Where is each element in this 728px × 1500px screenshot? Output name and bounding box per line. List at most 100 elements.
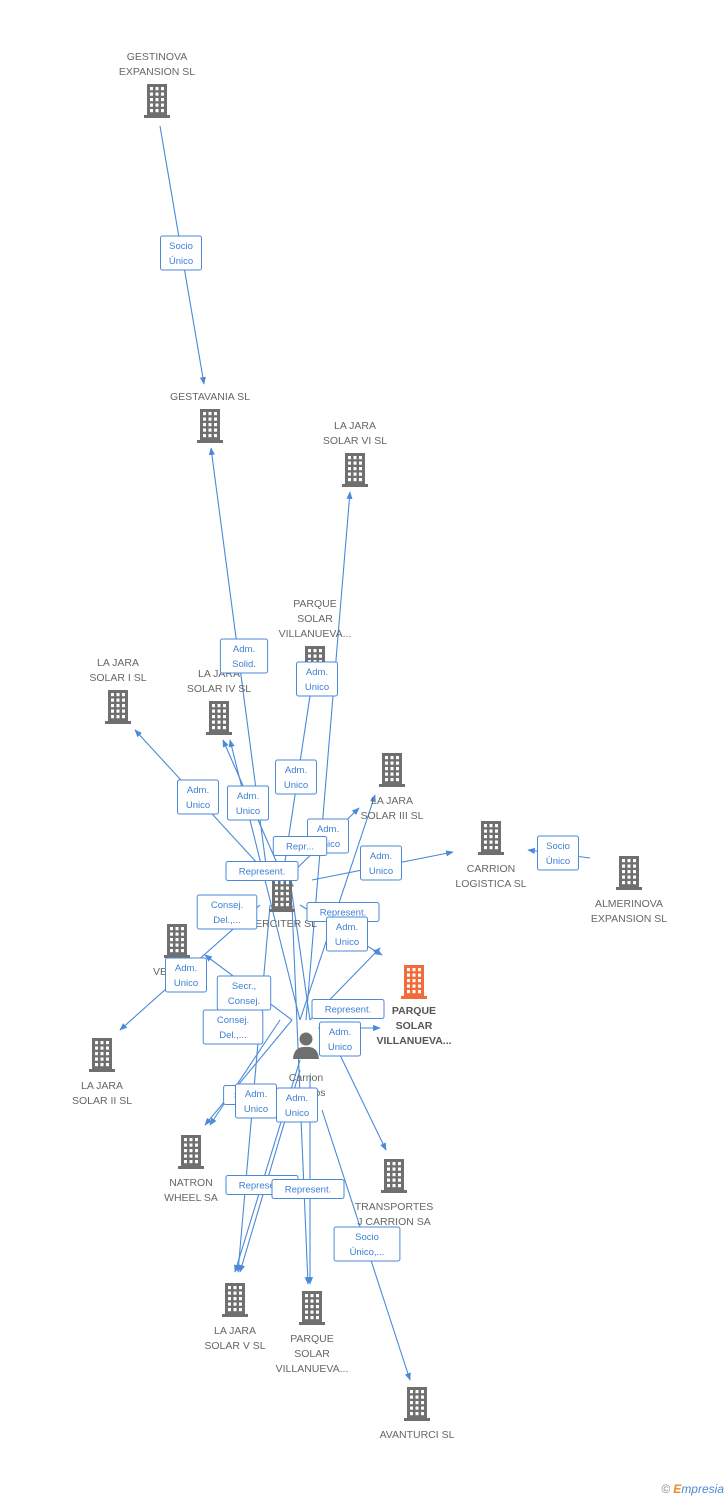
- building-window: [228, 1308, 231, 1312]
- building-window: [316, 1305, 319, 1309]
- building-window: [184, 1154, 187, 1158]
- building-window: [410, 1395, 413, 1399]
- building-window: [622, 864, 625, 868]
- building-window: [415, 1412, 419, 1416]
- building-window: [310, 1305, 314, 1309]
- building-base: [206, 732, 232, 735]
- edge-label-text: Represent.: [325, 1005, 371, 1016]
- building-window: [418, 973, 421, 977]
- building-window: [212, 715, 215, 719]
- building-window: [161, 103, 164, 107]
- building-window: [122, 709, 125, 713]
- edge-label-text: Adm.: [237, 791, 259, 802]
- edge-label[interactable]: SocioÚnico,...: [333, 1226, 401, 1262]
- edge-label[interactable]: Adm.Unico: [296, 661, 338, 697]
- edge-label[interactable]: Represent.: [311, 999, 385, 1019]
- edge-label[interactable]: Adm.Solid.: [219, 638, 269, 674]
- building-window: [353, 456, 357, 460]
- building-window: [155, 92, 159, 96]
- node-erciter[interactable]: ERCITER SL: [255, 878, 317, 930]
- edge-label[interactable]: Consej.Del.,...: [202, 1009, 264, 1045]
- edge-label[interactable]: Adm.Unico: [235, 1083, 277, 1119]
- node-pq_focus[interactable]: PARQUESOLARVILLANUEVA...: [376, 965, 452, 1047]
- edge-label[interactable]: Adm.Unico: [275, 759, 317, 795]
- building-window: [116, 704, 120, 708]
- building-window: [353, 472, 357, 476]
- edge-label[interactable]: Consej.Del.,...: [196, 894, 258, 930]
- building-window: [181, 927, 184, 931]
- edge-label[interactable]: Adm.Unico: [276, 1087, 318, 1123]
- building-window: [489, 835, 493, 839]
- building-window: [150, 87, 153, 91]
- building-window: [396, 767, 399, 771]
- edge-label-text: Consej.: [211, 900, 243, 911]
- building-window: [181, 938, 184, 942]
- edge-label-text: Represent.: [320, 908, 366, 919]
- building-window: [106, 1052, 109, 1056]
- node-label: PARQUE: [290, 1333, 334, 1345]
- building-window: [385, 756, 388, 760]
- edge-label[interactable]: Adm.Unico: [319, 1021, 361, 1057]
- edge-label-text: Adm.: [187, 785, 209, 796]
- building-window: [170, 949, 173, 953]
- building-window: [217, 704, 221, 708]
- building-window: [489, 824, 493, 828]
- building-window: [150, 103, 153, 107]
- building-window: [415, 1401, 419, 1405]
- building-window: [484, 840, 487, 844]
- building-window: [111, 698, 114, 702]
- edge-label-box: [196, 894, 258, 930]
- building-icon: [197, 409, 223, 443]
- building-window: [396, 772, 399, 776]
- building-window: [286, 881, 289, 885]
- node-gestavania[interactable]: GESTAVANIA SL: [170, 391, 250, 443]
- edge-label[interactable]: Secr.,Consej.: [216, 975, 272, 1011]
- building-window: [161, 87, 164, 91]
- edge-label[interactable]: Repr...: [272, 836, 328, 856]
- building-window: [170, 927, 173, 931]
- building-window: [398, 1178, 401, 1182]
- building-window: [175, 927, 179, 931]
- edge-label[interactable]: Adm.Unico: [360, 845, 402, 881]
- edge-label[interactable]: Adm.Unico: [326, 916, 368, 952]
- building-window: [212, 720, 215, 724]
- building-window: [348, 456, 351, 460]
- edge-label[interactable]: Adm.Unico: [165, 957, 207, 993]
- building-window: [286, 903, 289, 907]
- node-pq_bottom[interactable]: PARQUESOLARVILLANUEVA...: [276, 1291, 349, 1375]
- building-window: [189, 1143, 193, 1147]
- building-window: [214, 434, 217, 438]
- building-window: [100, 1063, 104, 1067]
- building-window: [392, 1162, 396, 1166]
- node-avanturci[interactable]: AVANTURCI SL: [380, 1387, 455, 1441]
- node-label: LA JARA: [334, 420, 376, 432]
- person-icon: [293, 1032, 319, 1059]
- edge-label-box: [360, 845, 402, 881]
- node-natron[interactable]: NATRON WHEEL SA: [164, 1135, 218, 1204]
- edge-label[interactable]: Adm.Unico: [227, 785, 269, 821]
- node-label: WHEEL SA: [164, 1192, 218, 1204]
- building-base: [105, 721, 131, 724]
- edge-label[interactable]: Represent.: [225, 861, 299, 881]
- building-window: [217, 720, 221, 724]
- edge-label[interactable]: Adm.Unico: [177, 779, 219, 815]
- node-label: NATRON: [169, 1177, 213, 1189]
- building-window: [217, 726, 221, 730]
- building-window: [305, 1299, 308, 1303]
- edge-label[interactable]: Represent.: [271, 1179, 345, 1199]
- building-window: [161, 109, 164, 113]
- building-window: [233, 1297, 237, 1301]
